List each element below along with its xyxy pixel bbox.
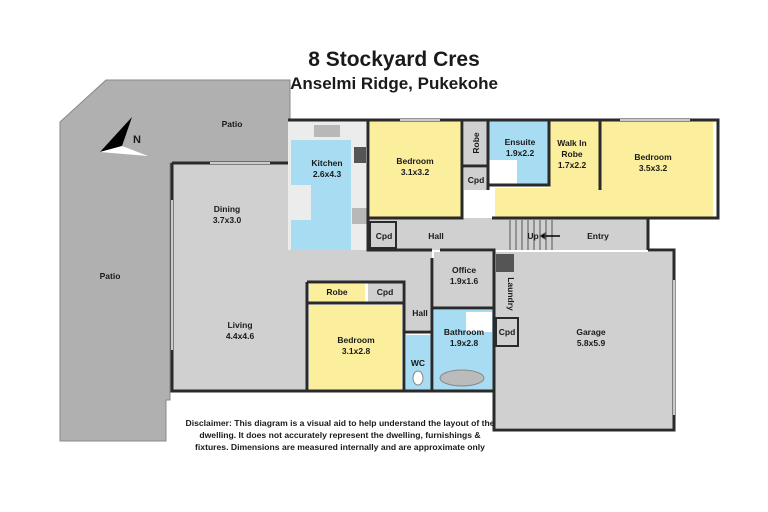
room-bedroom-3 (309, 305, 402, 392)
label-kitchen: Kitchen (311, 158, 342, 168)
label-bedroom-3: Bedroom (337, 335, 375, 345)
disclaimer-line-1: Disclaimer: This diagram is a visual aid… (185, 418, 495, 428)
property-suburb: Anselmi Ridge, Pukekohe (290, 74, 498, 93)
room-office (434, 252, 494, 308)
label-garage-dims: 5.8x5.9 (577, 338, 606, 348)
label-dining-dims: 3.7x3.0 (213, 215, 242, 225)
label-laundry: Laundry (506, 277, 516, 311)
kitchen-fridge (352, 208, 368, 224)
label-dining: Dining (214, 204, 240, 214)
label-ensuite: Ensuite (505, 137, 536, 147)
room-cpd-2 (369, 221, 397, 249)
room-garage (494, 252, 674, 428)
property-address: 8 Stockyard Cres (308, 48, 480, 71)
label-office-dims: 1.9x1.6 (450, 276, 479, 286)
disclaimer-line-3: fixtures. Dimensions are measured intern… (195, 442, 485, 452)
label-bedroom-1: Bedroom (396, 156, 434, 166)
ensuite-shower (489, 160, 517, 185)
kitchen-cooktop (354, 147, 366, 163)
windows (171, 119, 690, 415)
room-hall (368, 218, 648, 250)
label-stairs: Up (527, 231, 538, 241)
room-walk-in-robe (550, 120, 599, 190)
label-bedroom-3-dims: 3.1x2.8 (342, 346, 371, 356)
walls (170, 118, 720, 432)
label-cpd-3: Cpd (377, 287, 394, 297)
label-walk-in-robe-2: Robe (561, 149, 583, 159)
stairs (509, 220, 560, 250)
label-hall: Hall (428, 231, 444, 241)
label-office: Office (452, 265, 476, 275)
label-robe-2: Robe (326, 287, 348, 297)
room-living-dining (172, 163, 307, 391)
label-kitchen-dims: 2.6x4.3 (313, 169, 342, 179)
label-living: Living (227, 320, 252, 330)
patio-area (59, 79, 291, 442)
label-living-dims: 4.4x4.6 (226, 331, 255, 341)
room-cpd-3 (368, 282, 402, 302)
kitchen-bench (291, 185, 311, 220)
label-hall-lower: Hall (412, 308, 428, 318)
room-cpd-4 (495, 317, 519, 347)
disclaimer-line-2: dwelling. It does not accurately represe… (199, 430, 481, 440)
label-bathroom: Bathroom (444, 327, 485, 337)
label-bedroom-2-dims: 3.5x3.2 (639, 163, 668, 173)
bedroom-2-passage (495, 188, 605, 218)
room-robe-1 (464, 120, 488, 165)
label-cpd-2: Cpd (376, 231, 393, 241)
room-hall-corridor (307, 250, 405, 282)
room-bedroom-2 (601, 120, 713, 218)
label-wc: WC (411, 358, 425, 368)
label-bedroom-2: Bedroom (634, 152, 672, 162)
label-bedroom-1-dims: 3.1x3.2 (401, 167, 430, 177)
bathroom-bathtub (439, 369, 485, 387)
bathroom-vanity (466, 312, 492, 332)
label-patio-left: Patio (100, 271, 121, 281)
kitchen-sink (314, 125, 340, 137)
disclaimer: Disclaimer: This diagram is a visual aid… (170, 417, 510, 453)
label-bathroom-dims: 1.9x2.8 (450, 338, 479, 348)
label-entry: Entry (587, 231, 609, 241)
wc-toilet (412, 370, 424, 386)
room-hall-lower (405, 250, 432, 330)
room-cpd-1 (464, 168, 488, 190)
label-patio-top: Patio (222, 119, 243, 129)
label-ensuite-dims: 1.9x2.2 (506, 148, 535, 158)
label-walk-in-robe-dims: 1.7x2.2 (558, 160, 587, 170)
laundry-tub (496, 254, 514, 272)
label-robe-1: Robe (471, 132, 481, 154)
room-robe-2 (309, 284, 365, 302)
label-cpd-1: Cpd (468, 175, 485, 185)
room-bedroom-1 (370, 120, 462, 218)
label-cpd-4: Cpd (499, 327, 516, 337)
north-arrow-icon: N (100, 117, 148, 156)
label-garage: Garage (576, 327, 606, 337)
svg-text:N: N (133, 134, 141, 146)
label-walk-in-robe: Walk In (557, 138, 586, 148)
